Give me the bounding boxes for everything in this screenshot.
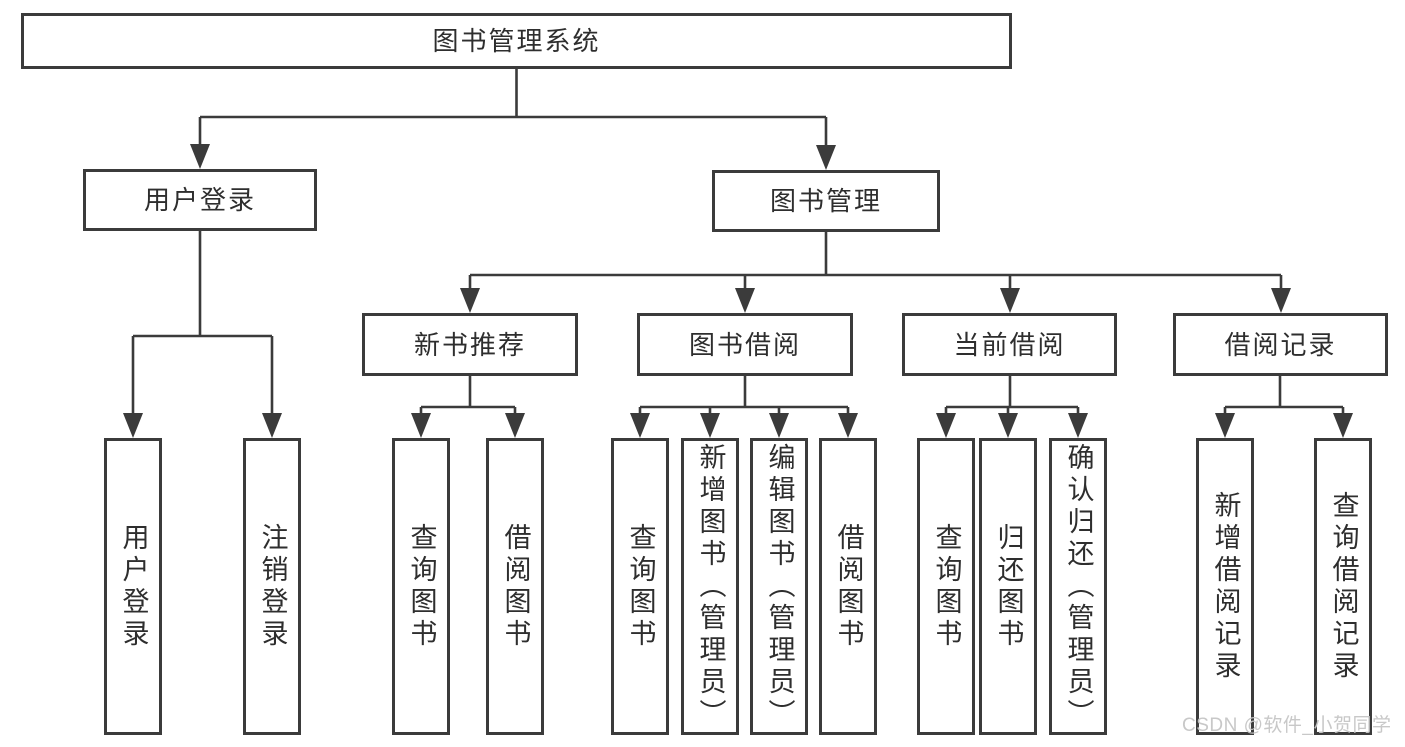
node-leaf-query-books-borrowing-label: 查询图书 [625,522,656,651]
node-user-login: 用户登录 [83,169,317,231]
connector-book-management [460,232,1291,313]
watermark: CSDN @软件_小贺同学 [1182,715,1392,736]
node-leaf-borrow-books: 借阅图书 [819,438,877,735]
node-leaf-add-borrowing-record-label: 新增借阅记录 [1210,490,1241,683]
node-leaf-confirm-return-admin-label: 确认归还（管理员） [1063,442,1094,731]
connector-borrowing-records-lines [1223,376,1345,420]
connector-current-borrowing [936,376,1088,438]
connector-root-lines [198,69,828,151]
connector-new-book-recommend [411,376,525,438]
node-leaf-add-borrowing-record: 新增借阅记录 [1196,438,1254,735]
connector-root-arrowheads [190,144,836,170]
connector-new-book-recommend-lines [419,376,517,420]
node-leaf-borrow-books-label: 借阅图书 [833,522,864,651]
node-leaf-logout: 注销登录 [243,438,301,735]
node-leaf-borrow-books-recommend-label: 借阅图书 [500,522,531,651]
connector-book-borrowing [630,376,858,438]
node-leaf-query-books-recommend-label: 查询图书 [406,522,437,651]
connector-borrowing-records-arrowheads [1215,413,1353,438]
node-current-borrowing-label: 当前借阅 [953,329,1066,360]
node-leaf-return-books: 归还图书 [979,438,1037,735]
node-leaf-edit-books-admin-label: 编辑图书（管理员） [764,442,795,731]
node-borrowing-records: 借阅记录 [1173,313,1388,376]
connector-current-borrowing-arrowheads [936,413,1088,438]
node-leaf-query-books-current-label: 查询图书 [931,522,962,651]
node-leaf-borrow-books-recommend: 借阅图书 [486,438,544,735]
connector-user-login-arrowheads [123,413,282,438]
node-leaf-query-borrowing-record-label: 查询借阅记录 [1328,490,1359,683]
node-leaf-query-books-current: 查询图书 [917,438,975,735]
node-new-book-recommend-label: 新书推荐 [413,329,526,360]
connector-book-management-lines [468,232,1283,295]
node-root: 图书管理系统 [21,13,1012,69]
node-leaf-user-login: 用户登录 [104,438,162,735]
node-leaf-add-books-admin-label: 新增图书（管理员） [695,442,726,731]
node-root-label: 图书管理系统 [432,26,601,56]
node-user-login-label: 用户登录 [143,185,256,215]
node-leaf-edit-books-admin: 编辑图书（管理员） [750,438,808,735]
node-leaf-query-borrowing-record: 查询借阅记录 [1314,438,1372,735]
node-leaf-add-books-admin: 新增图书（管理员） [681,438,739,735]
node-leaf-return-books-label: 归还图书 [993,522,1024,651]
node-leaf-confirm-return-admin: 确认归还（管理员） [1049,438,1107,735]
connector-user-login-lines [131,231,274,420]
node-leaf-query-books-borrowing: 查询图书 [611,438,669,735]
node-leaf-query-books-recommend: 查询图书 [392,438,450,735]
node-book-borrowing-label: 图书借阅 [688,329,801,360]
connector-book-borrowing-lines [638,376,850,420]
connector-book-borrowing-arrowheads [630,413,858,438]
connector-root [190,69,836,170]
connector-borrowing-records [1215,376,1353,438]
node-current-borrowing: 当前借阅 [902,313,1117,376]
node-new-book-recommend: 新书推荐 [362,313,578,376]
connector-book-management-arrowheads [460,288,1291,313]
node-leaf-user-login-label: 用户登录 [118,522,149,651]
node-book-management-label: 图书管理 [769,186,882,216]
node-book-management: 图书管理 [712,170,940,232]
connector-new-book-recommend-arrowheads [411,413,525,438]
node-borrowing-records-label: 借阅记录 [1224,329,1337,360]
connector-user-login [123,231,282,438]
node-leaf-logout-label: 注销登录 [257,522,288,651]
node-book-borrowing: 图书借阅 [637,313,853,376]
